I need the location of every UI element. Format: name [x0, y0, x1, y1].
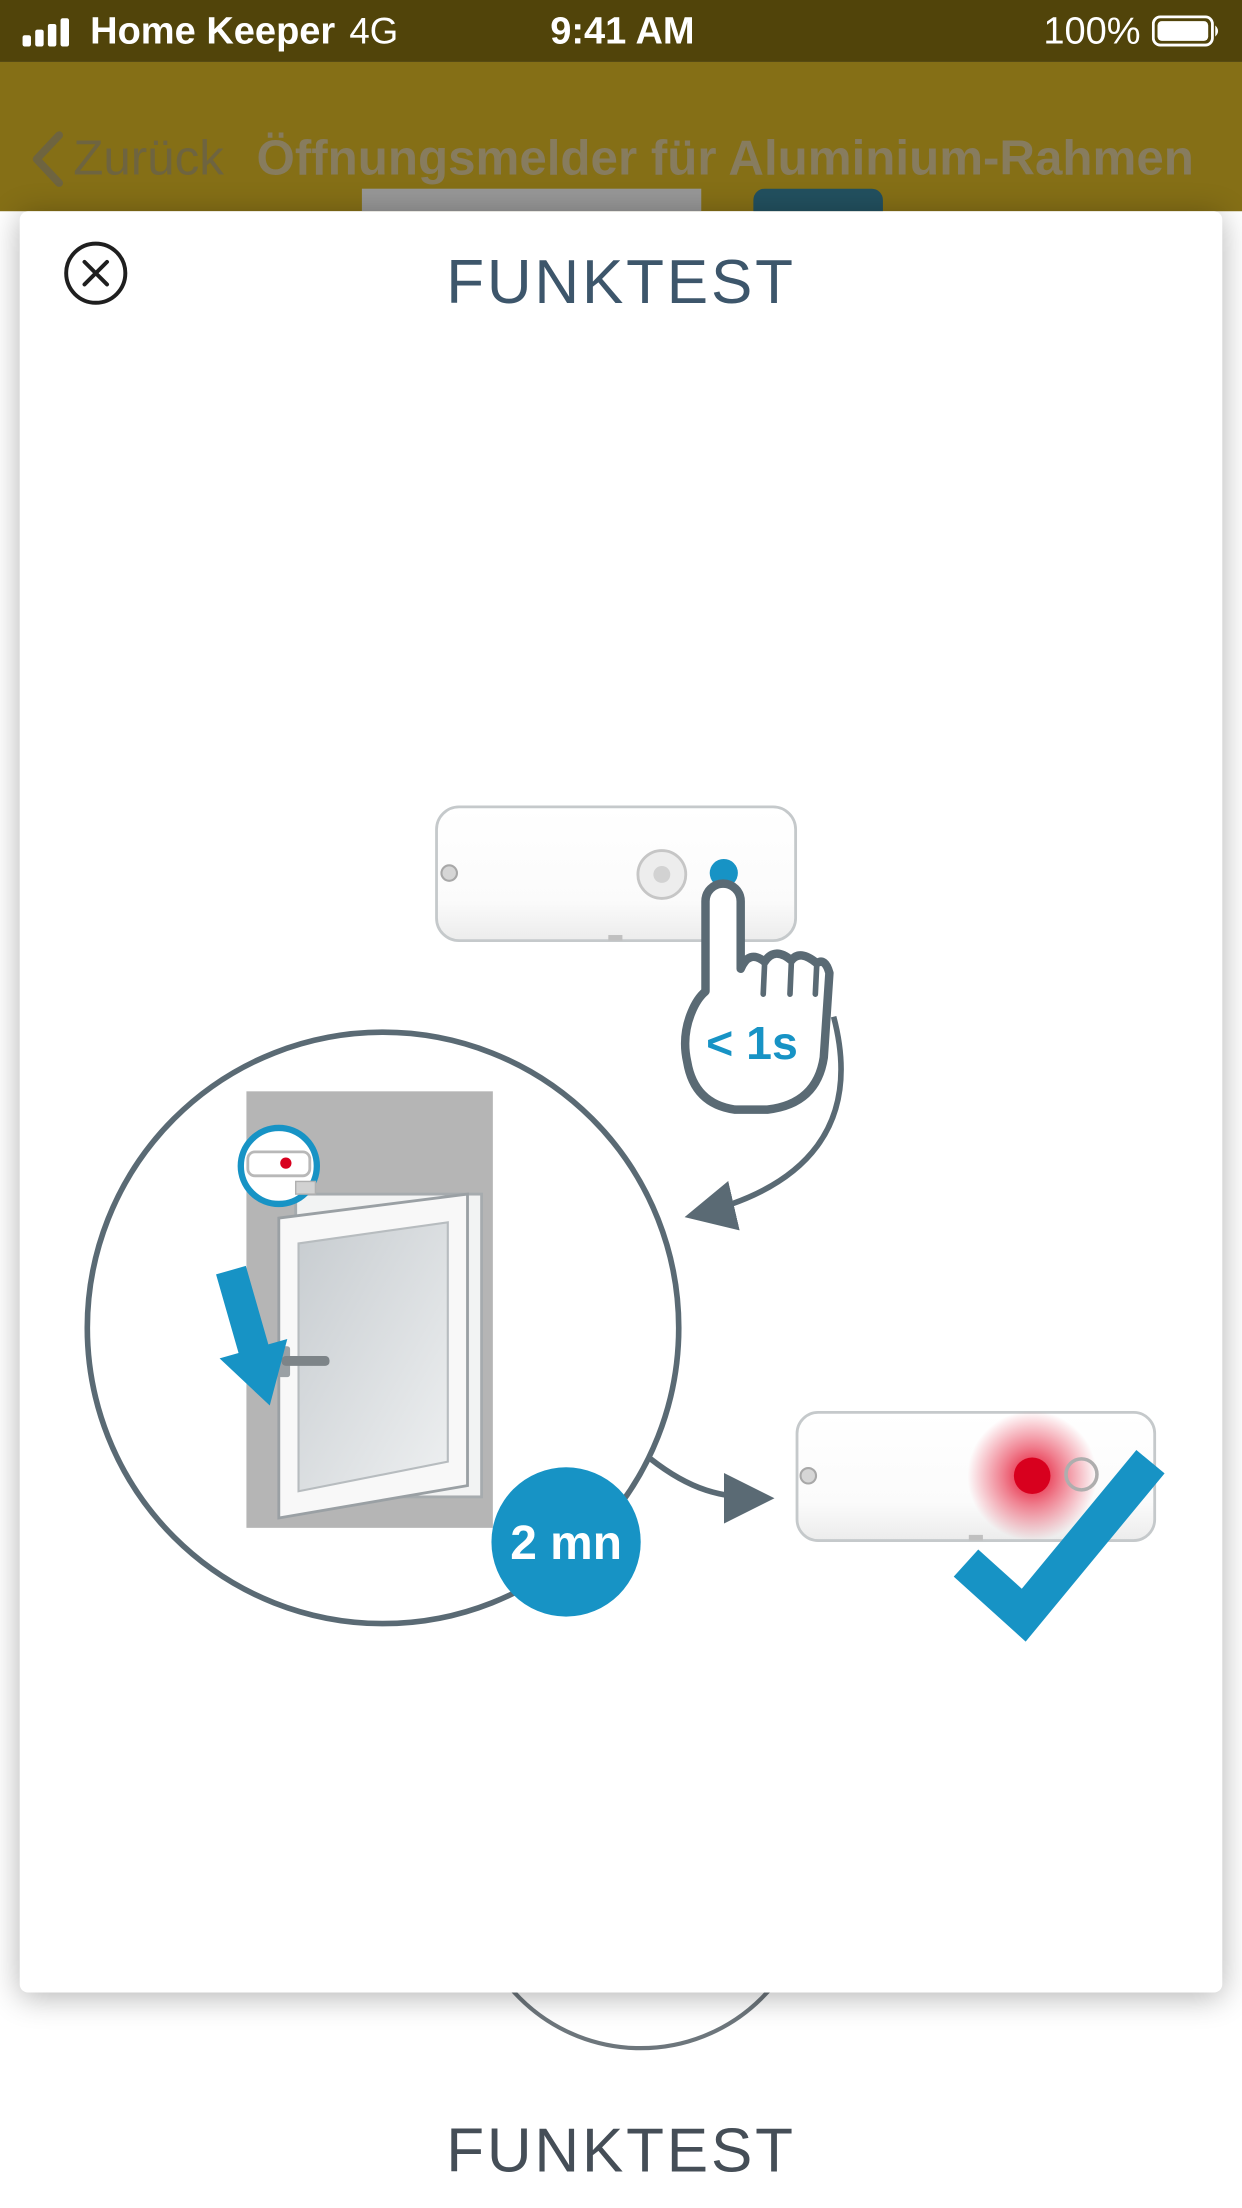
red-led-indicator [1013, 1457, 1051, 1495]
blue-led-indicator [709, 858, 738, 888]
nav-bar: Zurück Öffnungsmelder für Aluminium-Rahm… [0, 61, 1242, 212]
chevron-left-icon [32, 131, 64, 187]
open-window-arrow-icon [216, 1265, 288, 1406]
wait-duration-label: 2 mn [510, 1517, 622, 1570]
status-bar-right: 100% [777, 9, 1242, 53]
page-peek-image [361, 188, 702, 212]
network-type-label: 4G [349, 9, 399, 52]
device-screw [440, 864, 459, 882]
battery-percent-label: 100% [1043, 9, 1141, 52]
back-button-label: Zurück [73, 130, 224, 186]
popup-title: FUNKTEST [446, 247, 796, 317]
funktest-illustration: < 1s [84, 805, 1165, 1642]
arrow-to-result [648, 1456, 775, 1524]
wait-duration-badge: 2 mn [491, 1467, 641, 1617]
funktest-popup: FUNKTEST [19, 211, 1223, 1993]
success-checkmark-icon [953, 1450, 1165, 1642]
window-illustration [84, 1029, 682, 1627]
back-button[interactable]: Zurück [0, 128, 224, 190]
close-button[interactable] [62, 239, 130, 307]
sensor-location-marker [237, 1124, 321, 1208]
page-section-title: FUNKTEST [446, 2116, 796, 2186]
sensor-device-result [795, 1410, 1157, 1542]
clock: 9:41 AM [550, 9, 695, 52]
arrow-to-window [684, 1015, 844, 1231]
press-duration-label: < 1s [706, 1017, 798, 1069]
page-peek-button [753, 188, 883, 212]
signal-strength-icon [22, 18, 69, 47]
battery-icon [1151, 15, 1219, 47]
status-bar-left: Home Keeper 4G [0, 9, 468, 53]
carrier-label: Home Keeper [90, 9, 336, 52]
close-icon [64, 241, 128, 305]
tap-hand-icon [680, 879, 834, 1114]
window-handle [281, 1356, 330, 1366]
status-bar: Home Keeper 4G 9:41 AM 100% [0, 0, 1242, 62]
nav-title: Öffnungsmelder für Aluminium-Rahmen [256, 130, 1194, 186]
nav-row: Zurück [0, 124, 1242, 194]
